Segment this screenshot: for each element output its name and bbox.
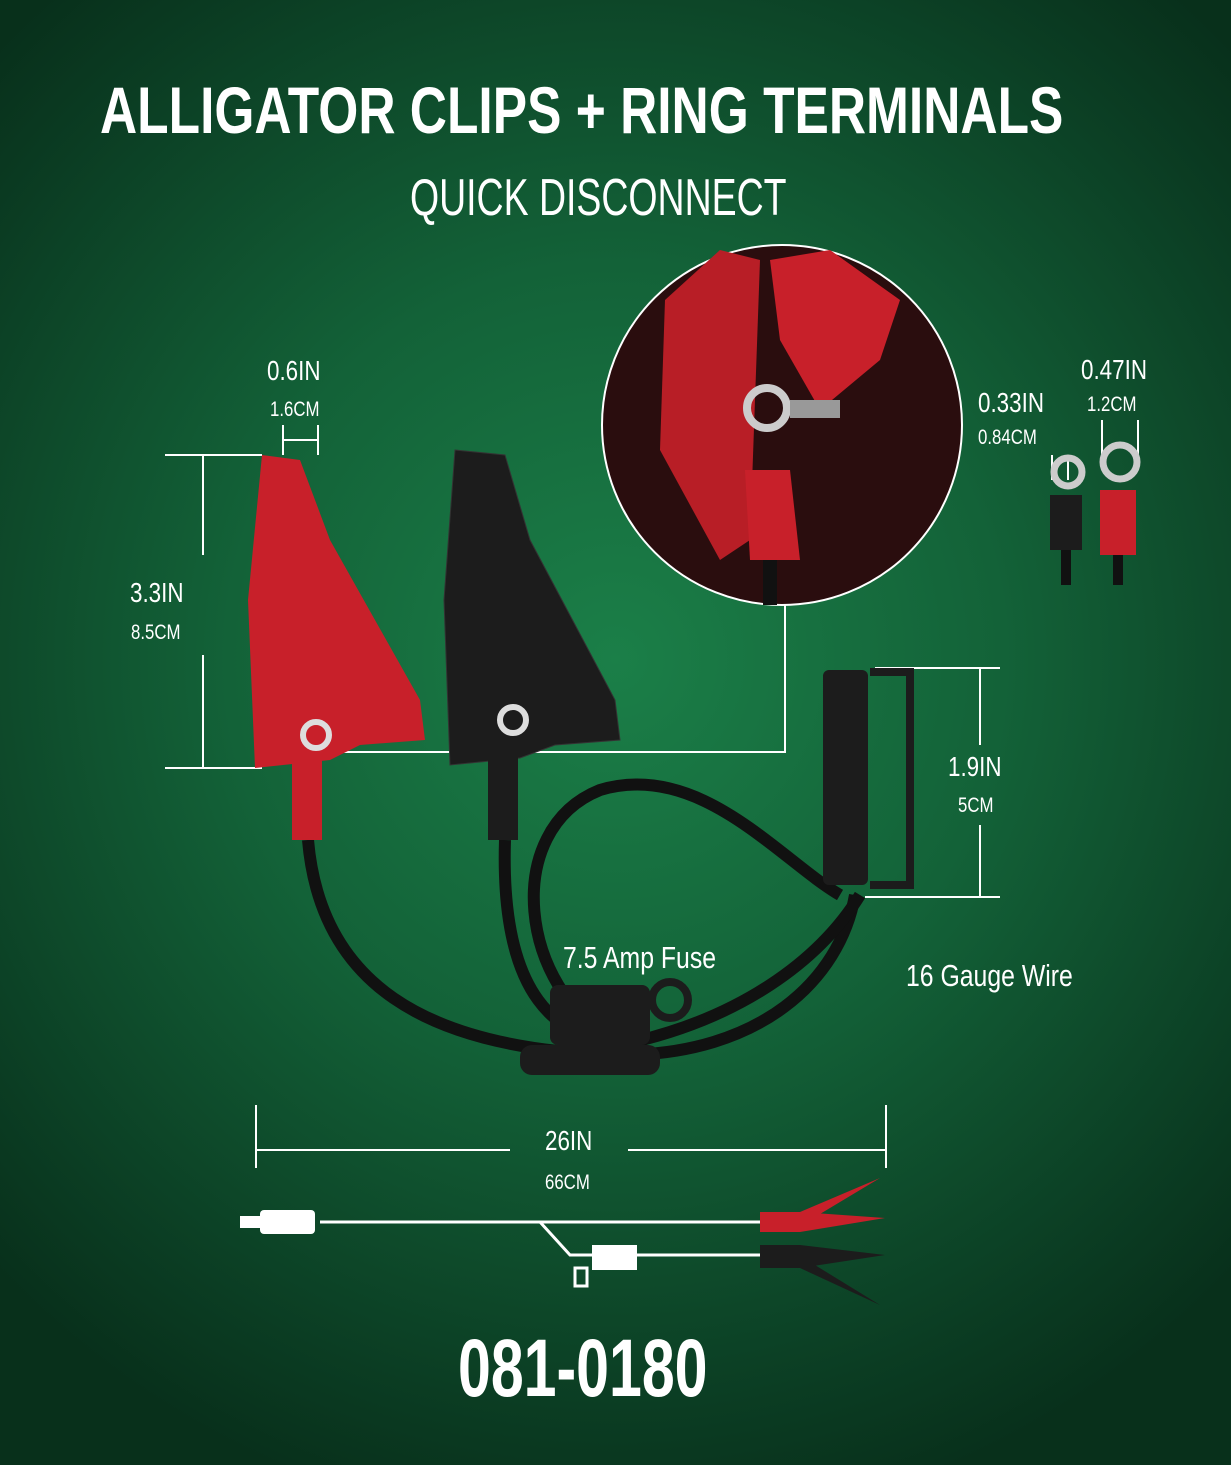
black-alligator-clip — [443, 449, 621, 840]
clip-jaw-width-in: 0.6IN — [267, 355, 321, 386]
ring-small-cm: 0.84CM — [978, 426, 1037, 449]
clip-length-cm: 8.5CM — [131, 621, 181, 644]
ring-terminal-inset — [601, 244, 963, 606]
ring-terminals — [1050, 441, 1141, 585]
clip-jaw-width-cm: 1.6CM — [270, 398, 320, 421]
cable-length-cm: 66CM — [545, 1171, 590, 1194]
fuse-label: 7.5 Amp Fuse — [563, 940, 717, 975]
connector-length-in: 1.9IN — [948, 751, 1002, 782]
ring-large-cm: 1.2CM — [1087, 393, 1137, 416]
wire-gauge-label: 16 Gauge Wire — [906, 958, 1073, 993]
ring-small-in: 0.33IN — [978, 387, 1044, 418]
red-alligator-clip — [248, 455, 425, 840]
fuse-holder — [520, 978, 692, 1075]
sae-connector — [823, 668, 914, 889]
part-number: 081-0180 — [458, 1323, 708, 1414]
ring-large-in: 0.47IN — [1081, 354, 1147, 385]
cable-length-in: 26IN — [545, 1125, 593, 1156]
page-subtitle: QUICK DISCONNECT — [410, 169, 787, 227]
clip-length-in: 3.3IN — [130, 577, 184, 608]
cable-schematic — [240, 1178, 885, 1305]
connector-length-cm: 5CM — [958, 794, 994, 817]
page-title: ALLIGATOR CLIPS + RING TERMINALS — [100, 73, 1064, 147]
